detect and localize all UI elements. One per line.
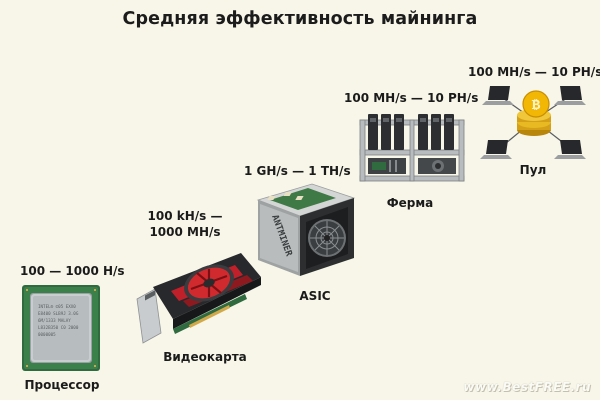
laptop-icon — [480, 140, 512, 159]
cpu-name-label: Процессор — [24, 378, 100, 392]
cpu-processor-icon: INTEL® ©05 EXX0 E8400 SLB9J 3.0G 6M/1333… — [22, 285, 100, 371]
laptop-icon — [554, 86, 586, 105]
mining-farm-rig-icon — [359, 114, 465, 182]
diagram-title: Средняя эффективность майнинга — [122, 9, 478, 29]
asic-hashrate-label: 1 GH/s — 1 TH/s — [244, 164, 351, 178]
farm-hashrate-label: 100 MH/s — 10 PH/s — [344, 91, 479, 105]
mining-pool-network-icon: ₿ — [480, 86, 586, 159]
svg-text:0000005: 0000005 — [38, 332, 56, 337]
farm-name-label: Ферма — [386, 196, 434, 210]
svg-text:L832B350 C0 2000: L832B350 C0 2000 — [38, 325, 79, 330]
gpu-name-label: Видеокарта — [163, 350, 247, 364]
watermark-text: www.BestFREE.ru — [463, 380, 591, 394]
laptop-icon — [482, 86, 514, 105]
svg-text:INTEL® ©05 EXX0: INTEL® ©05 EXX0 — [38, 304, 76, 309]
pool-hashrate-label: 100 MH/s — 10 PH/s — [468, 65, 600, 79]
gpu-videocard-icon — [136, 253, 261, 344]
cpu-hashrate-label: 100 — 1000 H/s — [20, 264, 125, 278]
asic-miner-icon: ANTMINER — [256, 183, 356, 276]
asic-name-label: ASIC — [299, 289, 331, 303]
gpu-hashrate-label: 100 kH/s — 1000 MH/s — [147, 209, 223, 239]
svg-text:E8400 SLB9J 3.0G: E8400 SLB9J 3.0G — [38, 311, 79, 316]
pool-name-label: Пул — [519, 163, 547, 177]
svg-text:6M/1333 MALAY: 6M/1333 MALAY — [38, 318, 71, 323]
laptop-icon — [554, 140, 586, 159]
svg-text:₿: ₿ — [532, 97, 541, 113]
